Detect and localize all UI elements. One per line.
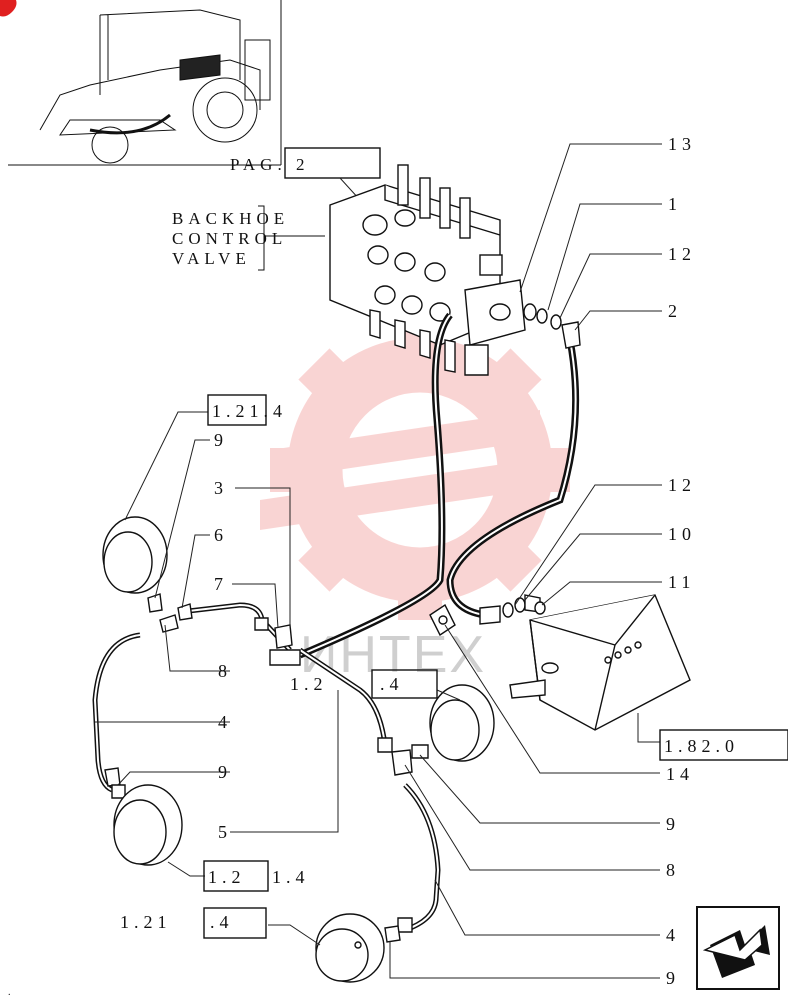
svg-text:1.2: 1.2: [208, 867, 246, 887]
svg-text:.4: .4: [210, 912, 234, 932]
hose-clamp-14: [429, 603, 456, 637]
callout-8-right: 8: [666, 860, 680, 880]
component-title: BACKHOE CONTROL VALVE: [172, 177, 361, 271]
hose-assembly-2: [446, 321, 581, 625]
leader-lines: [95, 143, 662, 979]
callout-12-mid: 12: [668, 475, 696, 495]
callout-8-left: 8: [218, 661, 232, 681]
actuator-cap-bottom: [315, 913, 385, 983]
svg-text:1.21.4: 1.21.4: [212, 401, 287, 421]
ref-1-21-4-bottom[interactable]: 1.21 .4: [120, 907, 267, 939]
callout-labels: 13 1 12 2 12 10 11 14 9 8 4 9 9 3 6 7 8 …: [214, 134, 696, 988]
callout-2: 2: [668, 301, 682, 321]
left-pipe-assembly: [92, 593, 441, 943]
callout-9-right-2: 9: [666, 968, 680, 988]
callout-13: 13: [668, 134, 696, 154]
fittings-upper: [502, 303, 562, 618]
callout-4-left: 4: [218, 712, 232, 732]
callout-9-right-1: 9: [666, 814, 680, 834]
next-page-button[interactable]: [696, 906, 780, 990]
callout-12-top: 12: [668, 244, 696, 264]
svg-text:1.2: 1.2: [290, 674, 328, 694]
actuator-cap-right: [429, 684, 495, 762]
callout-6: 6: [214, 525, 228, 545]
tractor-thumbnail: [8, 0, 282, 166]
svg-text:CONTROL: CONTROL: [172, 229, 287, 248]
callout-7: 7: [214, 574, 228, 594]
callout-9-left-2: 9: [218, 762, 232, 782]
watermark-logo: [260, 320, 570, 620]
backhoe-control-valve: [329, 164, 526, 376]
watermark-text: ИНТЕХ: [300, 626, 486, 684]
hydraulic-tank: [509, 594, 691, 731]
callout-1: 1: [668, 194, 682, 214]
ref-1-2-4-middle[interactable]: 1.2 .4: [290, 669, 438, 699]
callout-11: 11: [668, 572, 695, 592]
callout-10: 10: [668, 524, 696, 544]
callout-3: 3: [214, 478, 228, 498]
svg-text:VALVE: VALVE: [172, 249, 251, 268]
ref-1-2-1-4-left[interactable]: 1.2 1.4: [203, 860, 310, 892]
svg-text:1.21: 1.21: [120, 912, 172, 932]
callout-4-right: 4: [666, 925, 680, 945]
page-ref-box: [284, 147, 381, 179]
next-page-arrow-icon: [702, 925, 770, 978]
corner-badge-icon: [0, 0, 17, 17]
svg-text:1.82.0: 1.82.0: [664, 736, 739, 756]
callout-14: 14: [666, 764, 694, 784]
ref-1-21-4-top[interactable]: 1.21.4: [207, 394, 287, 426]
ref-1-82-0-right[interactable]: 1.82.0: [659, 729, 788, 761]
svg-text:.4: .4: [380, 674, 404, 694]
svg-text:BACKHOE: BACKHOE: [172, 209, 289, 228]
actuator-cap-upper-left: [102, 516, 168, 594]
page-ref-label: PAG. 2: [230, 155, 309, 174]
callout-5: 5: [218, 822, 232, 842]
actuator-cap-lower-left: [113, 784, 183, 866]
callout-9-left-1: 9: [214, 430, 228, 450]
svg-text:1.4: 1.4: [272, 867, 310, 887]
corner-mark: .: [8, 987, 11, 998]
hose-assembly-13: [298, 312, 453, 659]
